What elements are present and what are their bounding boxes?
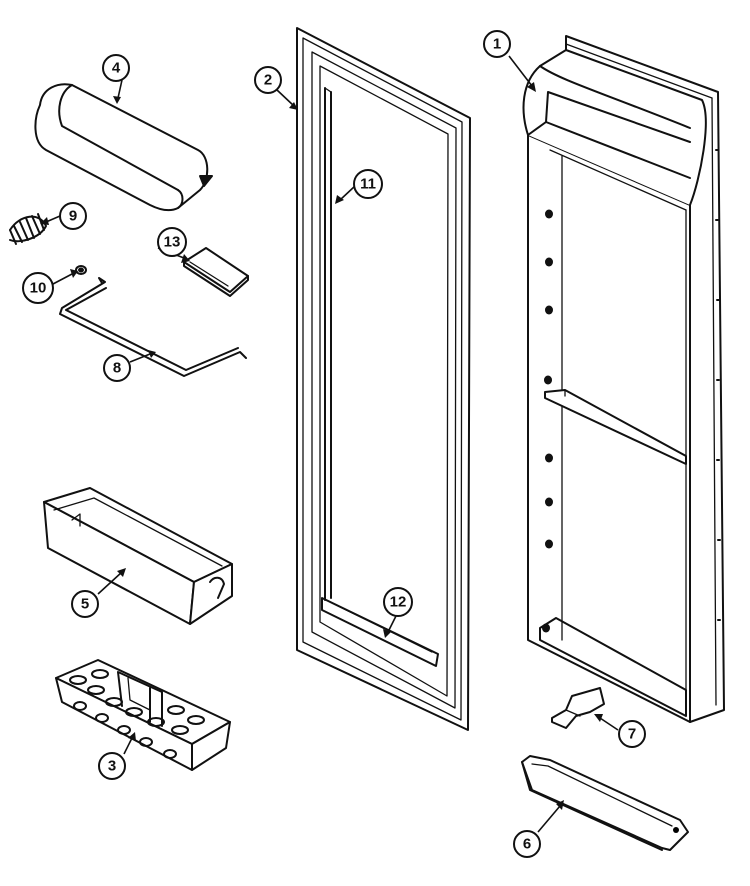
part-trim-strip-bottom — [321, 597, 439, 667]
callout-10: 10 — [22, 272, 54, 304]
svg-text:8: 8 — [113, 360, 121, 377]
callout-7: 7 — [618, 720, 646, 748]
part-small-tray — [183, 247, 249, 297]
svg-text:12: 12 — [390, 594, 407, 611]
part-bracket — [551, 687, 605, 729]
svg-text:2: 2 — [264, 72, 272, 89]
svg-text:10: 10 — [30, 280, 47, 297]
callout-6: 6 — [513, 830, 541, 858]
callout-8: 8 — [103, 354, 131, 382]
callout-9: 9 — [59, 202, 87, 230]
svg-text:1: 1 — [493, 36, 501, 53]
svg-text:9: 9 — [69, 208, 77, 225]
svg-text:4: 4 — [112, 60, 121, 77]
svg-text:5: 5 — [81, 596, 89, 613]
part-door-gasket — [296, 27, 471, 731]
part-egg-tray — [55, 659, 231, 771]
svg-text:13: 13 — [164, 234, 181, 251]
callout-3: 3 — [98, 752, 126, 780]
part-spring — [9, 213, 47, 245]
callout-4: 4 — [102, 54, 130, 82]
part-door-liner — [522, 35, 725, 723]
part-door-bin — [43, 487, 233, 625]
callout-11: 11 — [353, 169, 383, 199]
part-wire-rod — [59, 277, 247, 377]
callout-13: 13 — [157, 227, 187, 257]
part-trim-strip-vertical — [324, 87, 332, 601]
callout-12: 12 — [383, 587, 413, 617]
svg-text:3: 3 — [108, 758, 116, 775]
part-bottom-rail — [521, 755, 689, 851]
leaders — [40, 55, 619, 833]
callout-5: 5 — [71, 590, 99, 618]
part-nut — [75, 265, 87, 275]
callout-2: 2 — [254, 66, 282, 94]
svg-text:7: 7 — [628, 726, 636, 743]
svg-text:6: 6 — [523, 836, 531, 853]
part-dairy-cover — [34, 83, 213, 212]
callout-1: 1 — [483, 30, 511, 58]
svg-text:11: 11 — [360, 176, 376, 193]
